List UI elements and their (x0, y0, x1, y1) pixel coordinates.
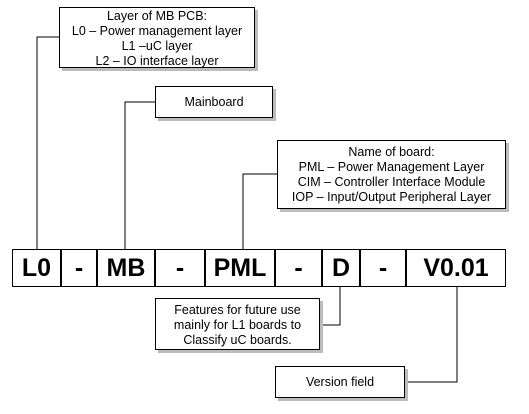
code-separator-2: - (155, 249, 205, 287)
board-name-box: Name of board: PML – Power Management La… (277, 140, 506, 209)
code-segment-version: V0.01 (406, 249, 506, 287)
features-line-3: Classify uC boards. (183, 333, 292, 347)
layer-box-l1: L1 –uC layer (121, 39, 193, 53)
code-segment-board-name: PML (205, 249, 275, 287)
mainboard-label: Mainboard (184, 95, 244, 109)
layer-box-title: Layer of MB PCB: (106, 9, 208, 23)
board-name-iop: IOP – Input/Output Peripheral Layer (291, 190, 492, 204)
code-separator-3: - (275, 249, 322, 287)
code-segment-layer: L0 (12, 249, 61, 287)
connector-board-name (242, 173, 277, 249)
connector-mainboard (124, 101, 155, 249)
board-name-cim: CIM – Controller Interface Module (297, 175, 486, 189)
mainboard-box: Mainboard (155, 86, 273, 118)
layer-box-l2: L2 – IO interface layer (95, 54, 219, 68)
code-segment-feature: D (322, 249, 360, 287)
connector-version (405, 287, 458, 383)
version-box: Version field (275, 366, 405, 398)
features-line-2: mainly for L1 boards to (173, 318, 302, 332)
layer-description-box: Layer of MB PCB: L0 – Power management l… (59, 7, 255, 68)
features-line-1: Features for future use (174, 303, 301, 317)
connector-layer (36, 36, 59, 249)
version-label: Version field (305, 375, 375, 389)
code-separator-4: - (360, 249, 406, 287)
board-name-title: Name of board: (348, 145, 435, 159)
code-separator-1: - (61, 249, 97, 287)
layer-box-l0: L0 – Power management layer (71, 24, 243, 38)
connector-feature (320, 287, 341, 326)
code-segment-board-type: MB (97, 249, 155, 287)
board-name-pml: PML – Power Management Layer (298, 160, 485, 174)
features-box: Features for future use mainly for L1 bo… (155, 298, 320, 350)
